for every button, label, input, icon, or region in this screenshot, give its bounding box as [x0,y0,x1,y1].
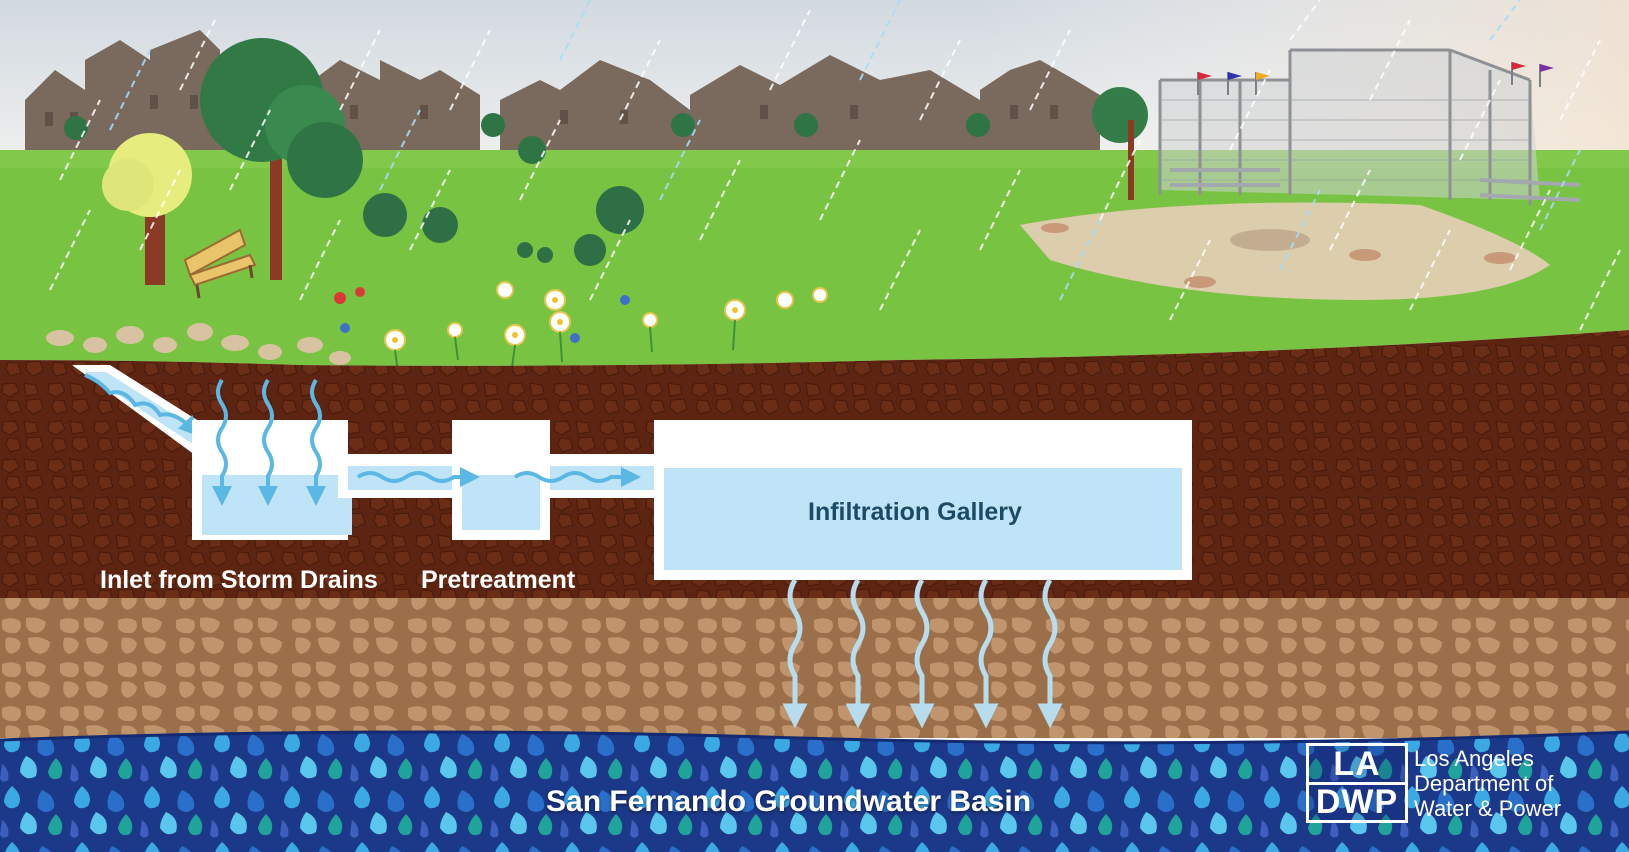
label-pretreatment: Pretreatment [421,566,576,594]
label-inlet: Inlet from Storm Drains [100,566,378,594]
ladwp-logo-mark: LA DWP [1306,743,1408,823]
rain-icon [49,0,1621,331]
label-groundwater-basin: San Fernando Groundwater Basin [546,785,1032,818]
logo-wordmark: Los Angeles Department of Water & Power [1414,743,1561,823]
baseball-field-icon [1020,48,1581,300]
logo-line-1: Los Angeles [1414,745,1534,771]
flag-icon [1197,62,1554,95]
flow-arrow-icon [212,378,232,506]
tree-icon [64,38,1148,285]
logo-line-2: Department of [1414,770,1554,796]
logo-mark-top: LA [1333,744,1381,783]
logo-line-3: Water & Power [1414,795,1562,821]
bench-icon [183,228,257,299]
logo-mark-bottom: DWP [1309,781,1405,821]
ladwp-logo: LA DWP Los Angeles Department of Water &… [1306,743,1561,823]
label-infiltration-gallery: Infiltration Gallery [808,498,1022,526]
house-silhouette-icon [25,30,1100,150]
flower-icon [334,281,828,373]
